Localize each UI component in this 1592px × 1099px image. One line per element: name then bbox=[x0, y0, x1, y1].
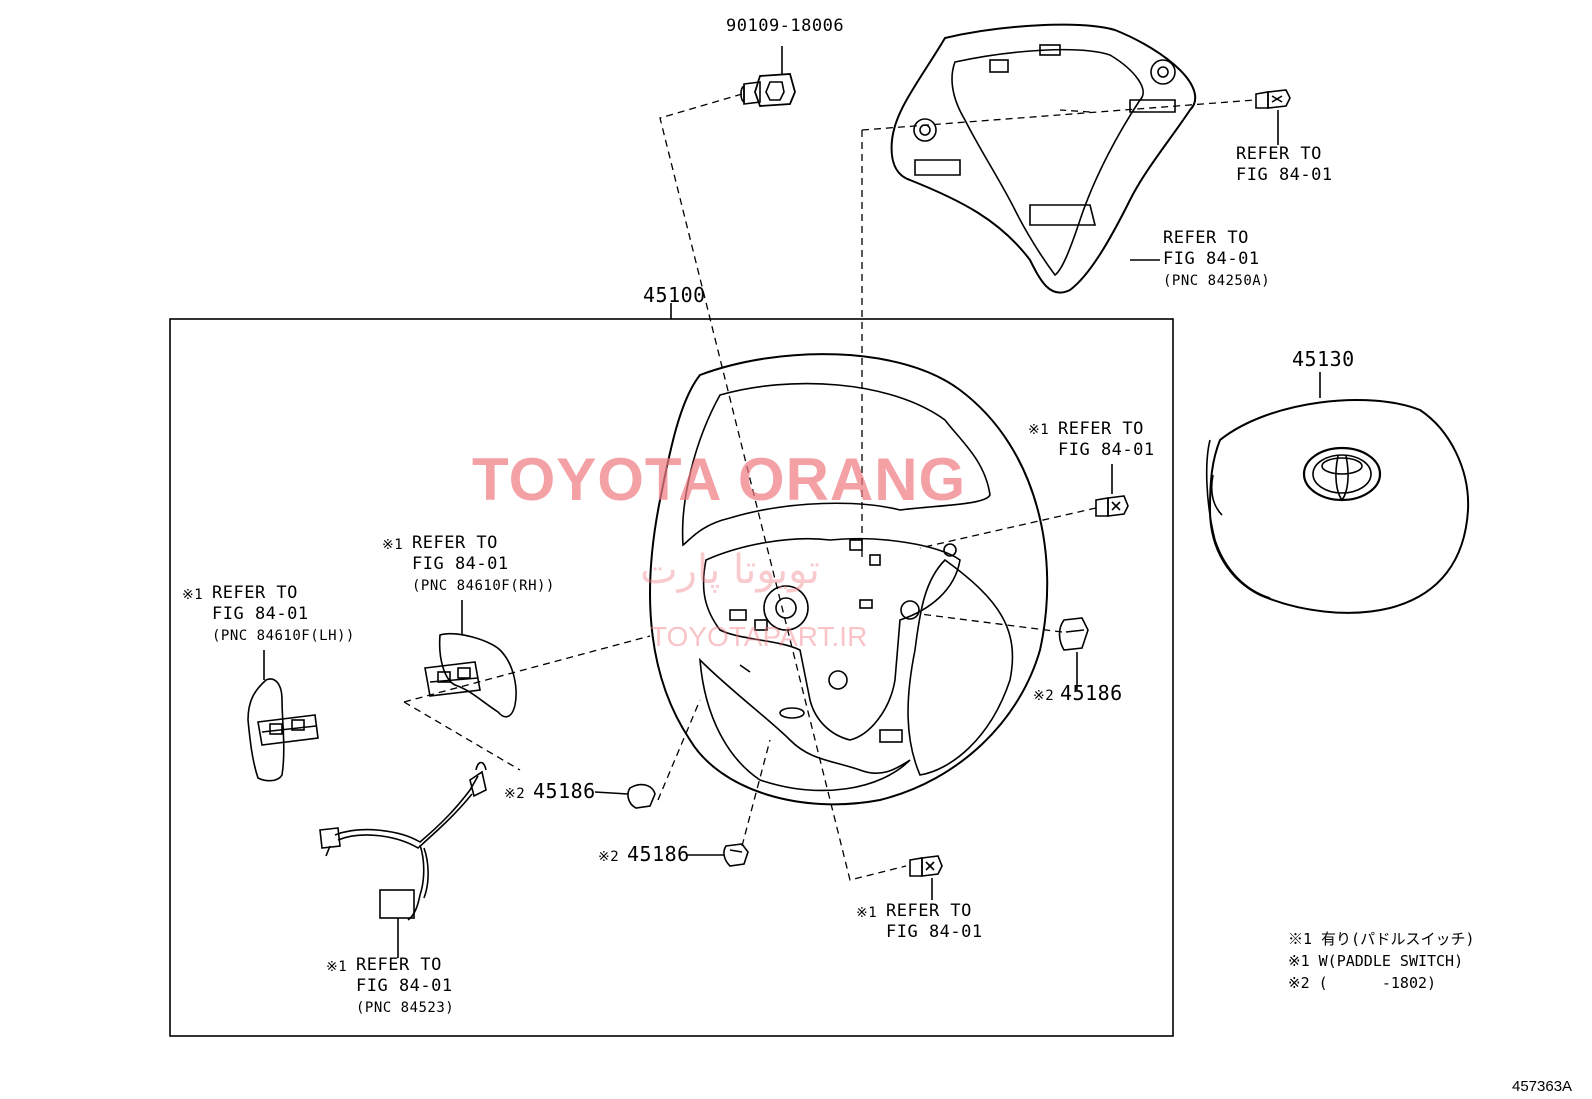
ref-harness-line2: FIG 84-01 bbox=[356, 976, 453, 996]
ref-upper-right-line1: REFER TO bbox=[1236, 144, 1322, 164]
ref-bezel-line1: REFER TO bbox=[1163, 228, 1249, 248]
note-line-3: ※2 ( -1802) bbox=[1288, 974, 1437, 992]
ref-upper-right-line2: FIG 84-01 bbox=[1236, 165, 1333, 185]
notes: ※1 有り(パドルスイッチ) ※1 W(PADDLE SWITCH) ※2 ( … bbox=[1288, 928, 1475, 994]
watermark-url: TOYOTAPART.IR bbox=[650, 621, 868, 652]
wire-harness bbox=[319, 761, 487, 921]
mark-1-right: ※1 bbox=[1028, 422, 1050, 438]
mark-2-right: ※2 bbox=[1033, 688, 1055, 704]
part-number-45186-bottom: 45186 bbox=[627, 842, 690, 866]
part-number-45186-right: 45186 bbox=[1060, 681, 1123, 705]
figure-id: 457363A bbox=[1512, 1078, 1573, 1095]
part-number-45100: 45100 bbox=[643, 283, 706, 307]
cap-right bbox=[1058, 617, 1089, 651]
airbag bbox=[1205, 399, 1470, 614]
ref-bezel-line2: FIG 84-01 bbox=[1163, 249, 1260, 269]
ref-bezel-pnc: (PNC 84250A) bbox=[1163, 273, 1271, 289]
ref-rh-line2: FIG 84-01 bbox=[412, 554, 509, 574]
watermark-brand: TOYOTA ORANG bbox=[472, 446, 967, 513]
ref-lh-line1: REFER TO bbox=[212, 583, 298, 603]
ref-harness-pnc: (PNC 84523) bbox=[356, 1000, 455, 1016]
mark-1-lh: ※1 bbox=[182, 587, 204, 603]
note-line-1: ※1 有り(パドルスイッチ) bbox=[1288, 930, 1475, 948]
ref-right-line2: FIG 84-01 bbox=[1058, 440, 1155, 460]
leader-cap-ll bbox=[594, 791, 629, 795]
part-number-45130: 45130 bbox=[1292, 347, 1355, 371]
ref-harness-line1: REFER TO bbox=[356, 955, 442, 975]
mark-1-rh: ※1 bbox=[382, 537, 404, 553]
part-number-bolt-top: 90109-18006 bbox=[726, 16, 845, 36]
ref-bottom-line2: FIG 84-01 bbox=[886, 922, 983, 942]
mark-1-bottom: ※1 bbox=[856, 905, 878, 921]
mark-2-bottom: ※2 bbox=[598, 849, 620, 865]
cap-lower-left bbox=[627, 783, 656, 809]
ref-bottom-line1: REFER TO bbox=[886, 901, 972, 921]
bolt-top bbox=[740, 73, 796, 107]
assembly-frame bbox=[169, 318, 1174, 1037]
ref-lh-line2: FIG 84-01 bbox=[212, 604, 309, 624]
note-line-2: ※1 W(PADDLE SWITCH) bbox=[1288, 952, 1464, 970]
paddle-switch-rh bbox=[424, 632, 517, 718]
cap-bottom bbox=[723, 843, 749, 867]
paddle-switch-lh bbox=[247, 678, 319, 782]
ref-rh-line1: REFER TO bbox=[412, 533, 498, 553]
bolt-bottom bbox=[909, 855, 943, 877]
mark-2-lower-left: ※2 bbox=[504, 786, 526, 802]
part-number-45186-lower-left: 45186 bbox=[533, 779, 596, 803]
steering-wheel bbox=[649, 353, 1049, 806]
watermark-arabic: تویوتا پارت bbox=[640, 547, 820, 593]
ref-right-line1: REFER TO bbox=[1058, 419, 1144, 439]
ref-rh-pnc: (PNC 84610F(RH)) bbox=[412, 578, 555, 594]
ref-lh-pnc: (PNC 84610F(LH)) bbox=[212, 628, 355, 644]
bolt-right-upper bbox=[1255, 89, 1291, 109]
mark-1-harness: ※1 bbox=[326, 959, 348, 975]
switch-bezel bbox=[890, 23, 1197, 294]
bolt-right-mid bbox=[1095, 495, 1129, 517]
